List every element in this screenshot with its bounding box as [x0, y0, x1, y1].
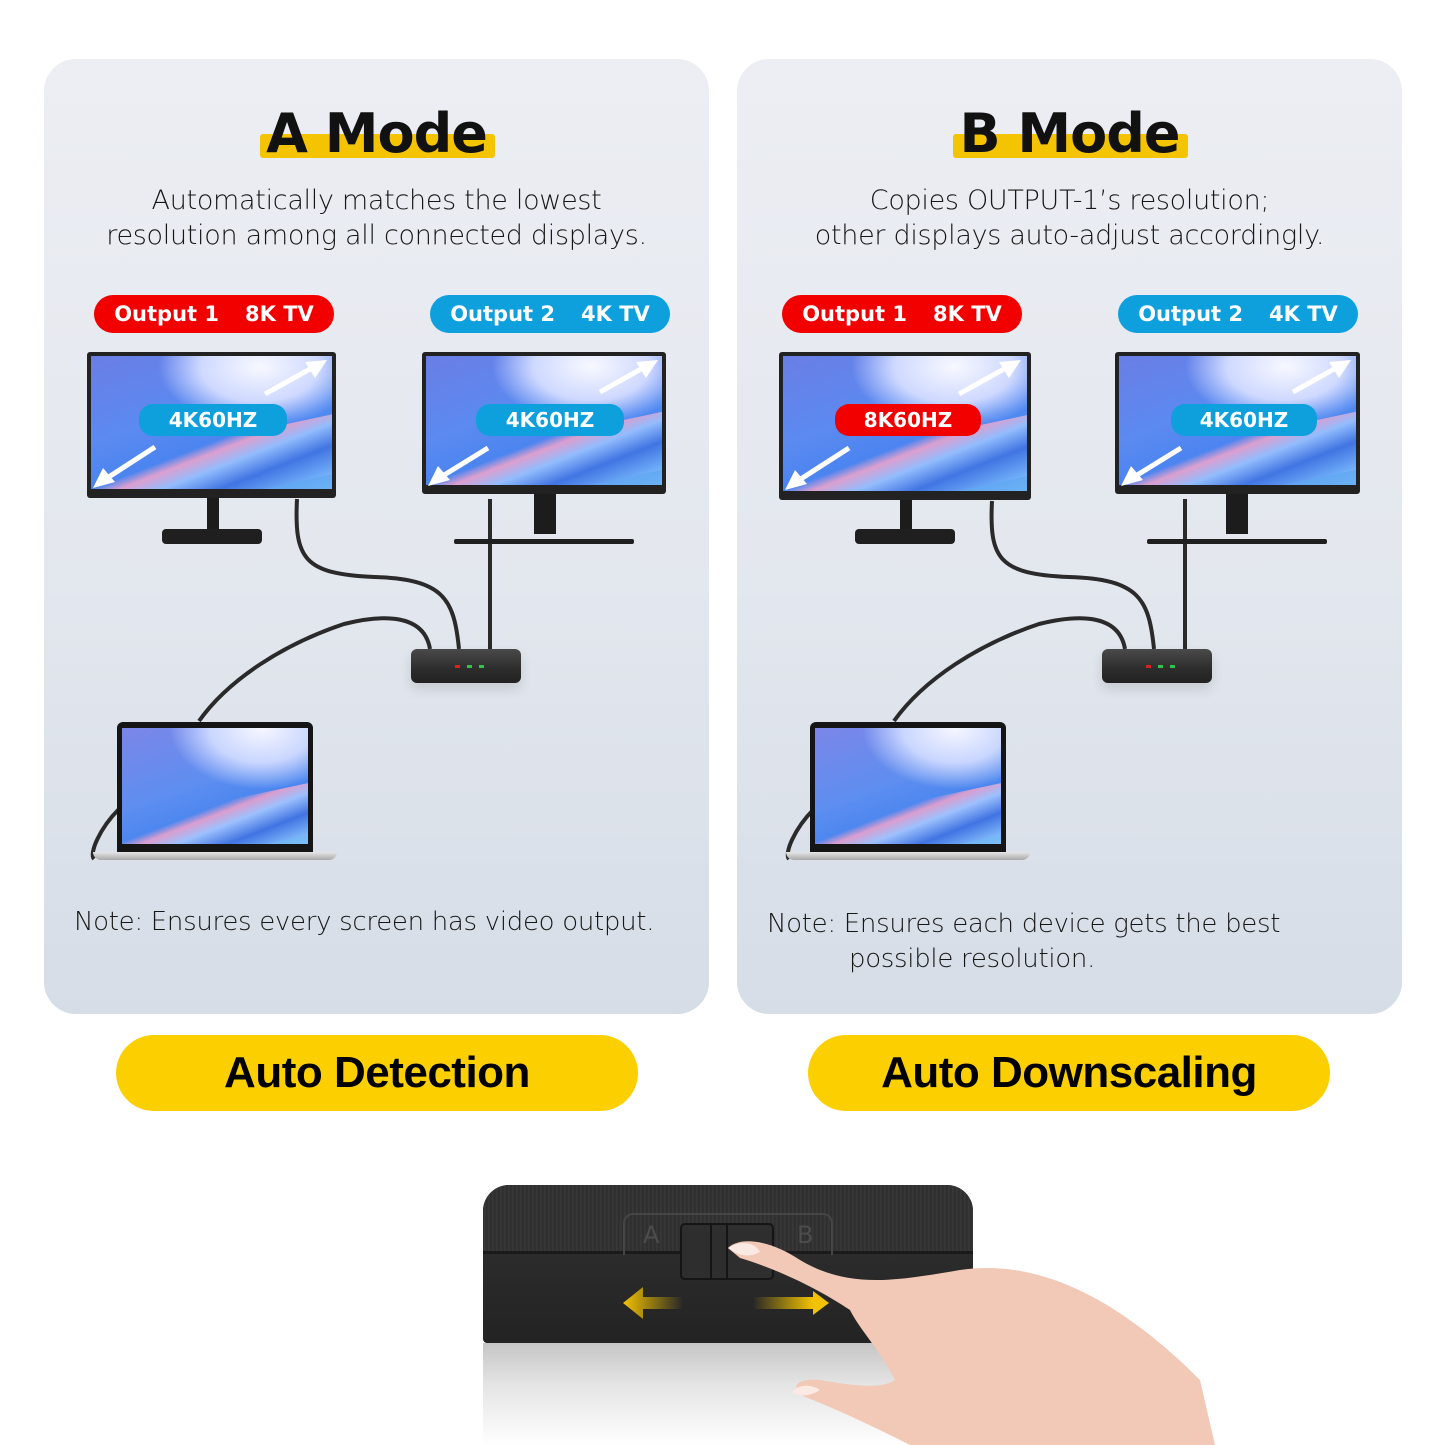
expand-arrow-icon: [785, 360, 1021, 490]
status-led: [1170, 665, 1175, 668]
expand-arrow-icon: [93, 360, 327, 488]
resolution-badge: 4K60HZ: [476, 404, 624, 436]
laptop-screen: [122, 728, 308, 844]
output-2-tag: Output 2 4K TV: [1118, 295, 1358, 333]
mode-b-title: B Mode: [737, 107, 1402, 161]
mode-a-description: Automatically matches the lowest resolut…: [106, 185, 647, 251]
monitor-output-1: 4K60HZ: [87, 352, 336, 498]
hdmi-splitter-hub: [1102, 649, 1212, 683]
resolution-badge: 4K60HZ: [139, 404, 287, 436]
mode-a-panel: A Mode Automatically matches the lowest …: [44, 59, 709, 1014]
position-a-label: A: [643, 1221, 660, 1249]
mode-b-note: Note: Ensures each device gets the best …: [767, 909, 1281, 974]
monitor-base: [855, 529, 955, 544]
status-led: [1146, 665, 1151, 668]
monitor-stand: [534, 494, 556, 534]
laptop-source: [786, 722, 1030, 862]
auto-detection-pill: Auto Detection: [116, 1035, 638, 1111]
monitor-base: [454, 539, 634, 544]
output-1-tag: Output 1 8K TV: [94, 295, 334, 333]
mode-b-panel: B Mode Copies OUTPUT-1’s resolution; oth…: [737, 59, 1402, 1014]
device-reflection: [483, 1343, 973, 1445]
hdmi-splitter-hub: [411, 649, 521, 683]
mode-b-description: Copies OUTPUT-1’s resolution; other disp…: [814, 185, 1325, 251]
status-led: [455, 665, 460, 668]
output-2-tag: Output 2 4K TV: [430, 295, 670, 333]
laptop-source: [93, 722, 337, 862]
expand-arrow-icon: [1121, 360, 1351, 486]
switch-recess: [623, 1213, 833, 1255]
laptop-screen: [815, 728, 1001, 844]
output-1-tag: Output 1 8K TV: [782, 295, 1022, 333]
monitor-base: [162, 529, 262, 544]
resolution-badge: 8K60HZ: [835, 404, 981, 436]
monitor-output-2: 4K60HZ: [422, 352, 666, 494]
expand-arrow-icon: [428, 360, 658, 486]
mode-a-title: A Mode: [44, 107, 709, 161]
monitor-base: [1147, 539, 1327, 544]
status-led: [1158, 665, 1163, 668]
mode-a-note: Note: Ensures every screen has video out…: [74, 907, 655, 937]
auto-downscaling-pill: Auto Downscaling: [808, 1035, 1330, 1111]
slide-direction-arrows-icon: [623, 1287, 829, 1319]
monitor-stand: [1226, 494, 1248, 534]
monitor-output-1: 8K60HZ: [779, 352, 1031, 500]
monitor-stand: [900, 500, 912, 536]
monitor-stand: [207, 498, 219, 536]
monitor-output-2: 4K60HZ: [1115, 352, 1360, 494]
status-led: [479, 665, 484, 668]
mode-switch-device: A B: [483, 1185, 973, 1343]
resolution-badge: 4K60HZ: [1171, 404, 1317, 436]
status-led: [467, 665, 472, 668]
